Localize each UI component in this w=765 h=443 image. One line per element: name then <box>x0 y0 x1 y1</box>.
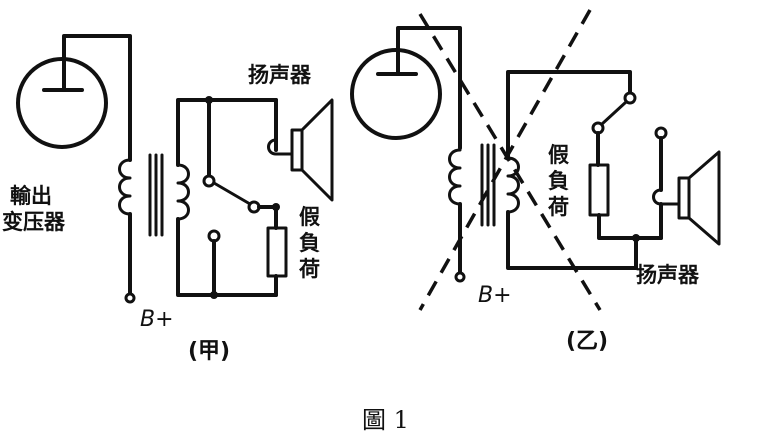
panel-b-switch-contact-top <box>623 91 637 105</box>
panel-a-bplus-label: B+ <box>140 307 174 332</box>
panel-b-speaker-voice-coil <box>652 188 681 206</box>
panel-a-dummy-load-char-1: 假 <box>299 205 320 229</box>
panel-b-dummy-load-char-1: 假 <box>548 143 569 167</box>
panel-b-speaker-label: 扬声器 <box>636 263 700 287</box>
panel-a-plate-lead <box>62 34 132 162</box>
panel-a-circuit <box>16 34 334 304</box>
panel-b-bplus-label: B+ <box>478 283 512 308</box>
panel-b-dummy-load-label: 假 負 荷 <box>548 143 569 219</box>
panel-a-dummy-load-char-2: 負 <box>299 231 320 255</box>
panel-b-circuit <box>350 9 721 311</box>
panel-b-speaker-icon <box>677 150 721 246</box>
panel-a-labels: 輸出 变压器 扬声器 假 負 荷 B+ (甲) <box>2 63 320 364</box>
panel-a-transformer-label-1: 輸出 <box>10 184 52 208</box>
panel-b-dummy-load-resistor <box>588 163 610 217</box>
panel-b-tag: (乙) <box>566 329 608 354</box>
panel-b-labels: 假 負 荷 扬声器 B+ (乙) <box>478 143 700 354</box>
panel-a-speaker-icon <box>290 98 334 202</box>
panel-a-speaker-voice-coil <box>267 138 294 156</box>
panel-b-plate-lead <box>396 26 462 150</box>
panel-a-primary-coil <box>118 158 132 216</box>
panel-a-speaker-label: 扬声器 <box>248 63 312 87</box>
panel-b-dashed-line-1 <box>418 13 602 311</box>
panel-a-bottom-bus <box>176 217 278 297</box>
panel-b-top-bus <box>506 70 632 160</box>
panel-a-secondary-coil <box>176 163 190 221</box>
figure-caption: 圖 1 <box>362 406 409 434</box>
panel-b-load-return <box>597 213 663 240</box>
panel-a-tag: (甲) <box>188 339 230 364</box>
panel-a-top-bus <box>176 98 278 167</box>
panel-b-node-bottom <box>632 234 640 242</box>
panel-a-bplus-terminal <box>124 292 136 304</box>
panel-a-switch-blade <box>212 181 252 206</box>
panel-a-dummy-load-label: 假 負 荷 <box>299 205 320 281</box>
panel-b-secondary-coil <box>506 156 520 214</box>
panel-a-dummy-load-char-3: 荷 <box>299 257 320 281</box>
panel-b-dummy-load-char-2: 負 <box>548 169 569 193</box>
panel-b-switch-blade <box>600 100 628 126</box>
panel-a-transformer-label-2: 变压器 <box>2 210 66 234</box>
panel-b-primary-coil <box>448 148 462 206</box>
panel-b-dashed-line-2 <box>418 9 592 311</box>
panel-b-dummy-load-char-3: 荷 <box>548 195 569 219</box>
panel-a-dummy-load-resistor <box>266 226 288 278</box>
panel-a-switch-contact-top <box>202 174 216 188</box>
panel-b-bplus-terminal <box>454 271 466 283</box>
panel-b-bottom-bus <box>506 210 638 270</box>
